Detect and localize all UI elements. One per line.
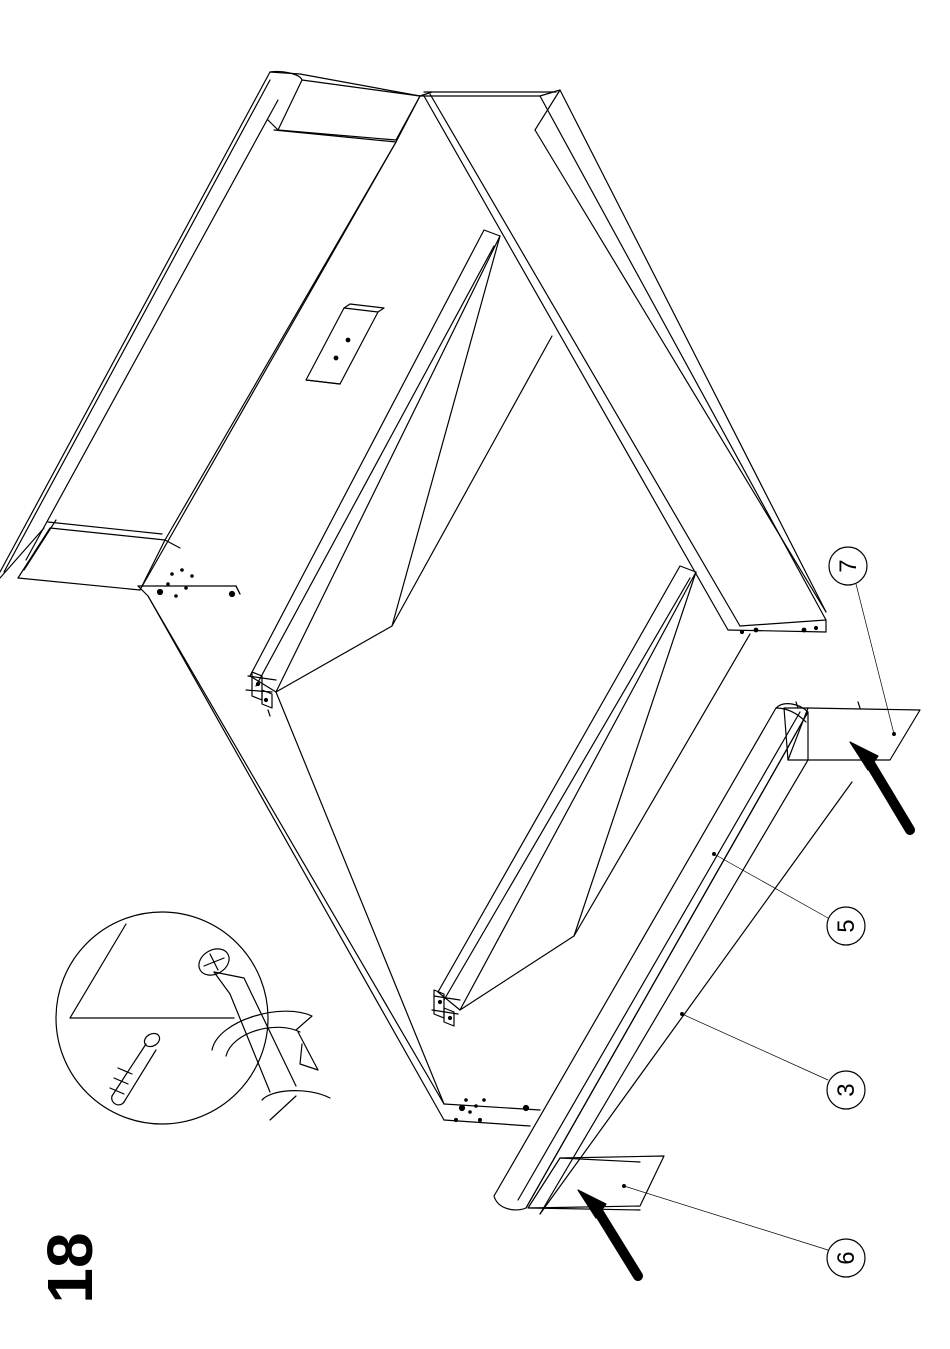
callout-5: 5 <box>827 907 865 945</box>
inner-support-lower <box>432 566 750 1026</box>
footboard-end-right <box>784 702 920 760</box>
callout-3: 3 <box>827 1071 865 1109</box>
step-number: 18 <box>34 1232 106 1303</box>
detail-inset <box>56 912 330 1124</box>
callout-6: 6 <box>827 1239 865 1277</box>
leader-lines <box>622 584 895 1250</box>
part-label-7: 7 <box>835 559 862 572</box>
part-label-3: 3 <box>833 1083 860 1096</box>
footboard-panel <box>526 712 852 1214</box>
right-side-rail <box>424 90 826 634</box>
insert-arrow-left <box>578 1190 638 1276</box>
part-label-6: 6 <box>833 1251 860 1264</box>
callout-7: 7 <box>829 547 867 585</box>
headboard <box>0 71 560 590</box>
floor-line <box>276 692 444 1104</box>
part-label-5: 5 <box>833 919 860 932</box>
inner-support-upper <box>246 230 552 716</box>
screw-bit-icon <box>110 1031 162 1105</box>
insert-arrow-right <box>850 742 910 830</box>
center-block <box>306 304 384 384</box>
